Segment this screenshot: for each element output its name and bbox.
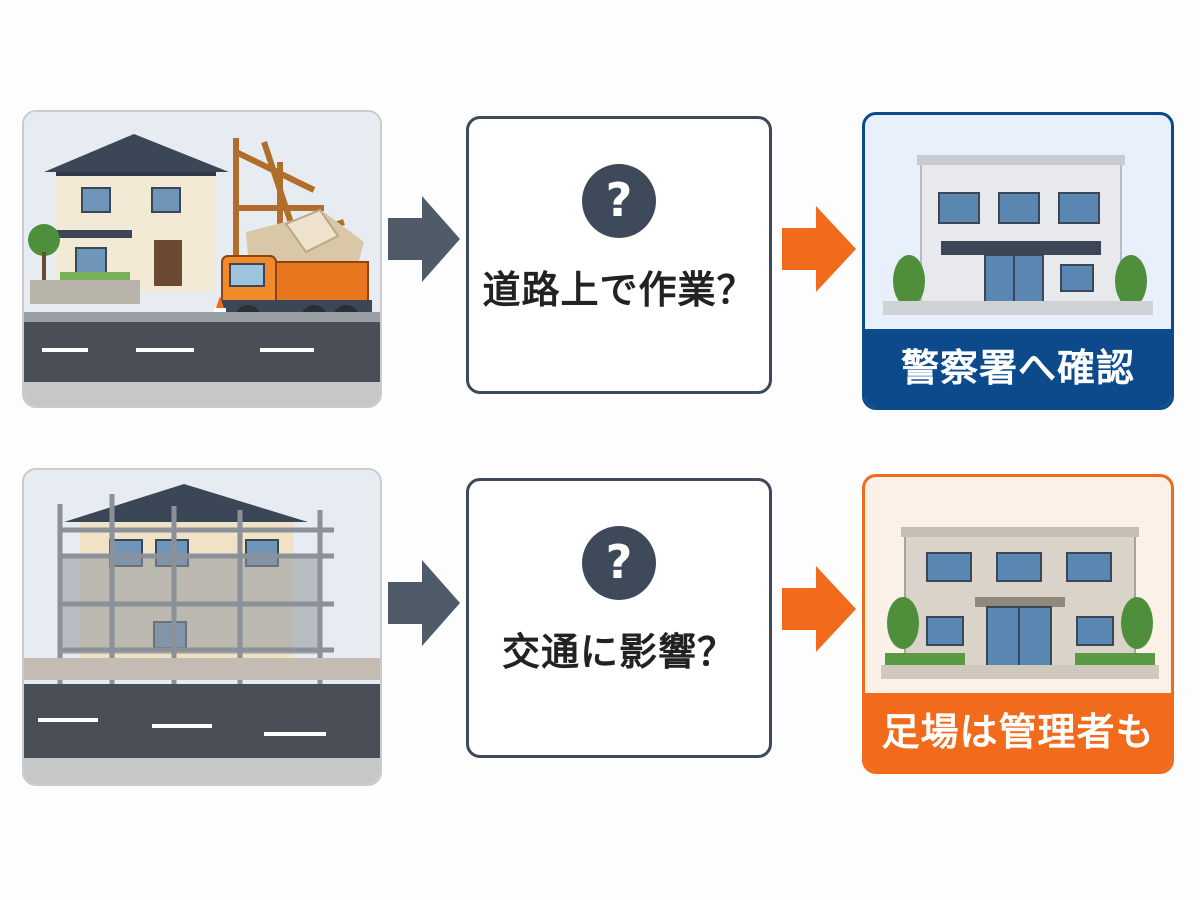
orange-arrow-shape <box>782 206 856 292</box>
orange-arrow-shape <box>782 566 856 652</box>
svg-text:?: ? <box>606 535 633 589</box>
svg-text:?: ? <box>606 173 633 227</box>
question-box: ? 道路上で作業？ <box>466 116 772 394</box>
orange-arrow-icon <box>782 566 856 652</box>
gray-arrow-shape <box>388 196 460 282</box>
scaffolding-scene-panel <box>22 468 382 786</box>
question-box: ? 交通に影響？ <box>466 478 772 758</box>
question-text: 道路上で作業？ <box>482 268 756 312</box>
gray-arrow-shape <box>388 560 460 646</box>
question-icon: ? <box>582 526 656 600</box>
police-check-result-panel: 警察署へ確認 <box>862 112 1174 410</box>
question-text: 交通に影響？ <box>501 630 736 674</box>
gray-arrow-icon <box>388 560 460 646</box>
demolition-scene-panel <box>22 110 382 408</box>
office-building-icon <box>881 527 1159 679</box>
police-station-building-icon <box>883 155 1153 315</box>
question-icon: ? <box>582 164 656 238</box>
result-label-band: 足場は管理者も <box>865 693 1171 771</box>
result-label-band: 警察署へ確認 <box>865 329 1171 407</box>
scaffolding-scene-illustration <box>24 470 380 784</box>
orange-arrow-icon <box>782 206 856 292</box>
gray-arrow-icon <box>388 196 460 282</box>
demolition-scene-illustration <box>24 112 380 406</box>
scaffold-manager-result-panel: 足場は管理者も <box>862 474 1174 774</box>
